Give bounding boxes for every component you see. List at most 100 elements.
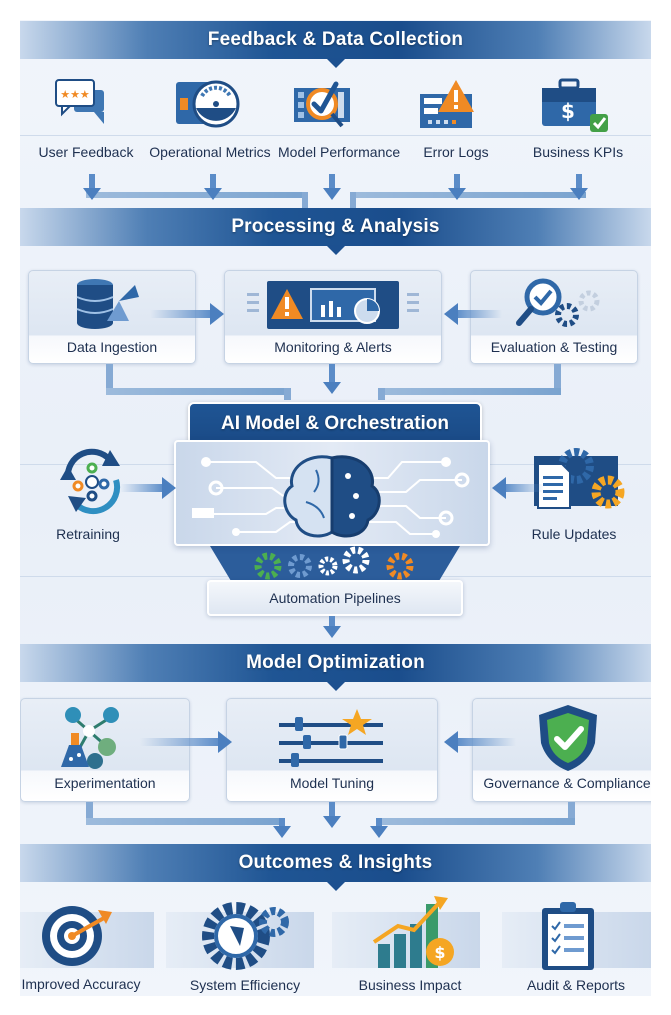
arrow-shaft [279, 818, 285, 830]
section-header-processing: Processing & Analysis [20, 208, 651, 255]
connector-pipe [568, 802, 575, 824]
arrow-shaft [576, 174, 582, 190]
arrow-left-shaft [504, 484, 544, 492]
item-operational-metrics: Operational Metrics [149, 144, 271, 160]
connector-pipe [86, 802, 93, 824]
search-gear-icon [516, 278, 600, 327]
diagram-canvas: Feedback & Data Collection ★★★ [20, 20, 651, 996]
target-arrow-icon [42, 906, 112, 966]
arrow-right-shaft [140, 738, 220, 746]
item-error-logs: Error Logs [423, 144, 489, 160]
connector-pipe [378, 388, 385, 400]
card-monitoring-alerts: Monitoring & Alerts [224, 270, 442, 364]
sliders-star-icon [279, 709, 383, 767]
card-label: Evaluation & Testing [490, 339, 618, 355]
connector-pipe [378, 388, 561, 395]
section-title-ai-model: AI Model & Orchestration [220, 413, 450, 434]
connector-pipe [350, 192, 356, 210]
arrow-down-icon [370, 826, 388, 838]
card-label: Experimentation [54, 775, 156, 791]
arrow-shaft [329, 802, 335, 818]
connector-pipe [350, 192, 586, 198]
connector-pipe [106, 364, 113, 394]
card-label: Data Ingestion [66, 339, 158, 355]
arrow-right-icon [162, 477, 176, 499]
arrow-shaft [376, 818, 382, 830]
arrow-down-icon [323, 188, 341, 200]
card-label: Governance & Compliance [483, 775, 651, 791]
card-label: Model Tuning [289, 775, 375, 791]
section-header-outcomes: Outcomes & Insights [20, 844, 651, 891]
item-system-efficiency: System Efficiency [189, 977, 301, 993]
item-improved-accuracy: Improved Accuracy [21, 976, 141, 992]
flask-network-icon [61, 707, 119, 769]
item-user-feedback: User Feedback [38, 144, 134, 160]
section-header-feedback: Feedback & Data Collection [20, 21, 651, 68]
connector-pipe [86, 192, 308, 198]
divider [20, 135, 651, 136]
card-label: Monitoring & Alerts [274, 339, 392, 355]
arrow-shaft [329, 616, 335, 630]
arrow-down-icon [323, 382, 341, 394]
item-rule-updates: Rule Updates [531, 526, 617, 542]
arrow-shaft [329, 364, 335, 384]
connector-pipe [302, 192, 308, 210]
automation-pipelines-box: Automation Pipelines [207, 580, 463, 616]
section-header-optimization: Model Optimization [20, 644, 651, 691]
arrow-left-shaft [456, 738, 516, 746]
arrow-shaft [210, 174, 216, 190]
connector-pipe [106, 388, 290, 395]
chat-rating-icon: ★★★ [55, 79, 104, 124]
arrow-left-icon [444, 303, 458, 325]
section-title-optimization: Model Optimization [246, 652, 425, 673]
cycle-network-icon [60, 448, 121, 515]
arrow-down-icon [323, 626, 341, 638]
brain-circuit-icon [192, 455, 470, 538]
clipboard-checklist-icon [542, 902, 594, 970]
header-notch [325, 681, 346, 691]
document-gears-icon [534, 448, 625, 509]
database-icon [76, 279, 139, 329]
shield-check-icon [539, 705, 597, 771]
header-notch [325, 881, 346, 891]
card-evaluation-testing: Evaluation & Testing [470, 270, 638, 364]
svg-text:★★★: ★★★ [60, 88, 90, 101]
section-title-outcomes: Outcomes & Insights [238, 852, 433, 873]
arrow-left-shaft [456, 310, 502, 318]
connector-pipe [86, 818, 282, 825]
briefcase-dollar-icon: $ [542, 78, 608, 132]
section-title-processing: Processing & Analysis [231, 216, 440, 237]
arrow-down-icon [273, 826, 291, 838]
connector-pipe [284, 388, 291, 400]
warning-log-icon [420, 80, 474, 128]
header-notch [325, 58, 346, 68]
connector-pipe [554, 364, 561, 394]
card-governance-compliance: Governance & Compliance [472, 698, 651, 802]
item-audit-reports: Audit & Reports [526, 977, 626, 993]
arrow-right-shaft [150, 310, 212, 318]
arrow-shaft [454, 174, 460, 190]
item-business-kpis: Business KPIs [532, 144, 624, 160]
item-business-impact: Business Impact [358, 977, 462, 993]
item-retraining: Retraining [56, 526, 120, 542]
card-model-tuning: Model Tuning [226, 698, 438, 802]
arrow-down-icon [204, 188, 222, 200]
arrow-down-icon [448, 188, 466, 200]
gear-speedometer-icon [202, 902, 289, 970]
arrow-down-icon [83, 188, 101, 200]
header-notch [325, 245, 346, 255]
gauge-icon [176, 80, 240, 128]
ai-model-panel [174, 440, 490, 546]
arrow-left-icon [492, 477, 506, 499]
arrow-down-icon [570, 188, 588, 200]
section-title-feedback: Feedback & Data Collection [207, 29, 464, 50]
item-model-performance: Model Performance [278, 144, 401, 160]
svg-text:$: $ [561, 99, 575, 123]
connector-pipe [376, 818, 575, 825]
arrow-right-icon [218, 731, 232, 753]
arrow-right-icon [210, 303, 224, 325]
dashboard-alert-icon [247, 281, 419, 329]
card-experimentation: Experimentation [20, 698, 190, 802]
svg-text:$: $ [434, 943, 445, 962]
arrow-down-icon [323, 816, 341, 828]
